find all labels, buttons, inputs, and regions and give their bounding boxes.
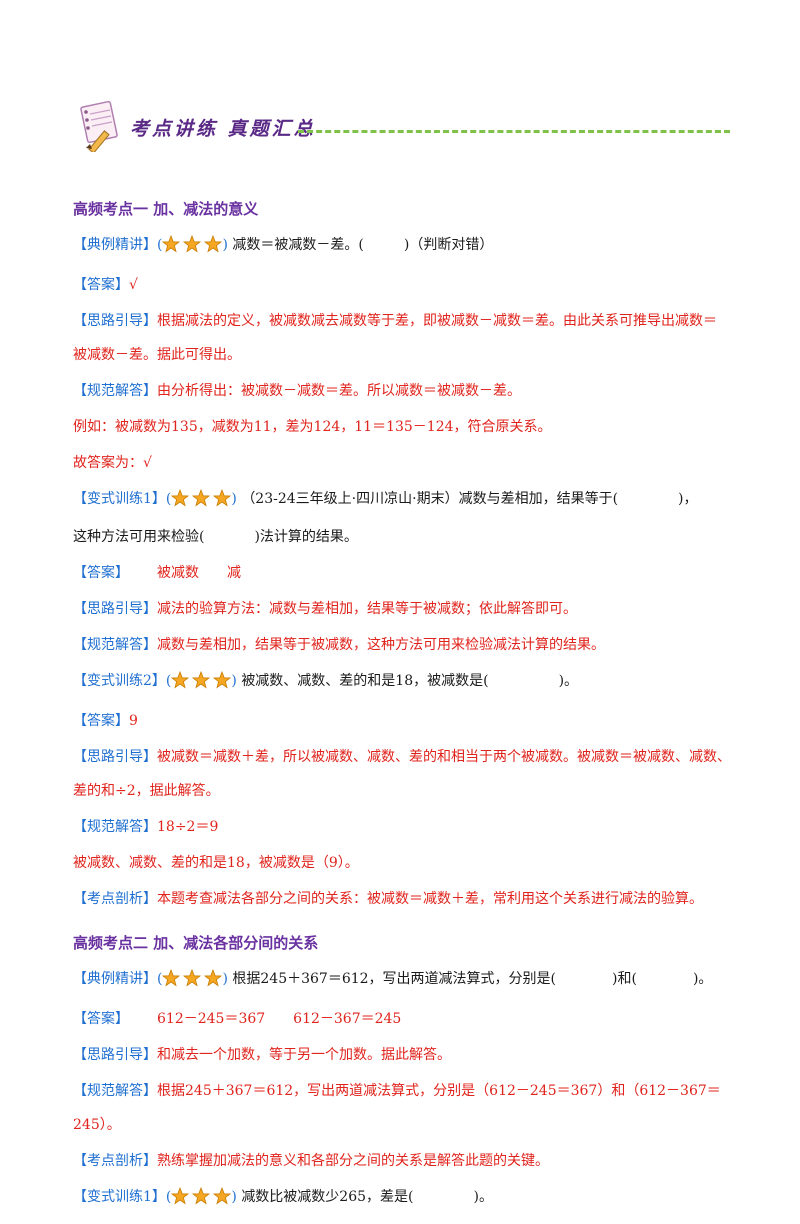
- difficulty-stars-icon: [171, 489, 232, 516]
- solution-conclusion: 被减数、减数、差的和是18，被减数是（9）。: [73, 855, 359, 871]
- solution-row: 【规范解答】由分析得出：被减数－减数＝差。所以减数＝被减数－差。: [73, 383, 521, 399]
- answer-row: 【答案】√: [73, 277, 138, 293]
- difficulty-stars-icon: [171, 671, 232, 698]
- example-question-2: 【典例精讲】() 根据245＋367＝612，写出两道减法算式，分别是()和()…: [73, 966, 733, 996]
- variant-question-3: 【变式训练1】() 减数比被减数少265，差是()。: [73, 1184, 733, 1214]
- document-body: 高频考点一 加、减法的意义 【典例精讲】() 减数＝被减数－差。()（判断对错）…: [73, 196, 733, 1224]
- banner-title: 考点讲练 真题汇总: [130, 118, 316, 140]
- solution-example: 例如：被减数为135，减数为11，差为124，11＝135－124，符合原关系。: [73, 419, 552, 435]
- analysis-row: 【思路引导】被减数＝减数＋差，所以被减数、减数、差的和相当于两个被减数。被减数＝…: [73, 749, 731, 765]
- difficulty-stars-icon: [162, 969, 223, 996]
- difficulty-stars-icon: [162, 235, 223, 262]
- solution-conclusion: 故答案为：√: [73, 455, 152, 471]
- section-banner: 考点讲练 真题汇总: [70, 100, 730, 160]
- dashed-divider: [298, 130, 730, 133]
- solution-row: 【规范解答】减数与差相加，结果等于被减数，这种方法可用来检验减法计算的结果。: [73, 637, 605, 653]
- solution-row: 【规范解答】根据245＋367＝612，写出两道减法算式，分别是（612－245…: [73, 1083, 721, 1099]
- analysis-row: 【思路引导】根据减法的定义，被减数减去减数等于差，即被减数－减数＝差。由此关系可…: [73, 313, 717, 329]
- solution-row: 【规范解答】18÷2＝9: [73, 819, 219, 835]
- example-question-1: 【典例精讲】() 减数＝被减数－差。()（判断对错）: [73, 232, 733, 262]
- variant-question-2: 【变式训练2】() 被减数、减数、差的和是18，被减数是()。: [73, 668, 733, 698]
- variant-question-1-cont: 这种方法可用来检验()法计算的结果。: [73, 529, 358, 545]
- variant-question-1: 【变式训练1】() （23-24三年级上·四川凉山·期末）减数与差相加，结果等于…: [73, 486, 733, 516]
- insight-row: 【考点剖析】本题考查减法各部分之间的关系：被减数＝减数＋差，常利用这个关系进行减…: [73, 891, 703, 907]
- section-heading-1: 高频考点一 加、减法的意义: [73, 200, 259, 218]
- answer-row: 【答案】被减数减: [73, 565, 241, 581]
- section-heading-2: 高频考点二 加、减法各部分间的关系: [73, 934, 319, 952]
- analysis-row-cont: 被减数－差。据此可得出。: [73, 347, 241, 363]
- difficulty-stars-icon: [171, 1187, 232, 1214]
- insight-row: 【考点剖析】熟练掌握加减法的意义和各部分之间的关系是解答此题的关键。: [73, 1153, 549, 1169]
- analysis-row-cont: 差的和÷2，据此解答。: [73, 783, 220, 799]
- solution-row-cont: 245）。: [73, 1117, 121, 1133]
- analysis-row: 【思路引导】减法的验算方法：减数与差相加，结果等于被减数；依此解答即可。: [73, 601, 577, 617]
- answer-row: 【答案】9: [73, 713, 138, 729]
- analysis-row: 【思路引导】和减去一个加数，等于另一个加数。据此解答。: [73, 1047, 451, 1063]
- notebook-pencil-icon: [80, 100, 118, 152]
